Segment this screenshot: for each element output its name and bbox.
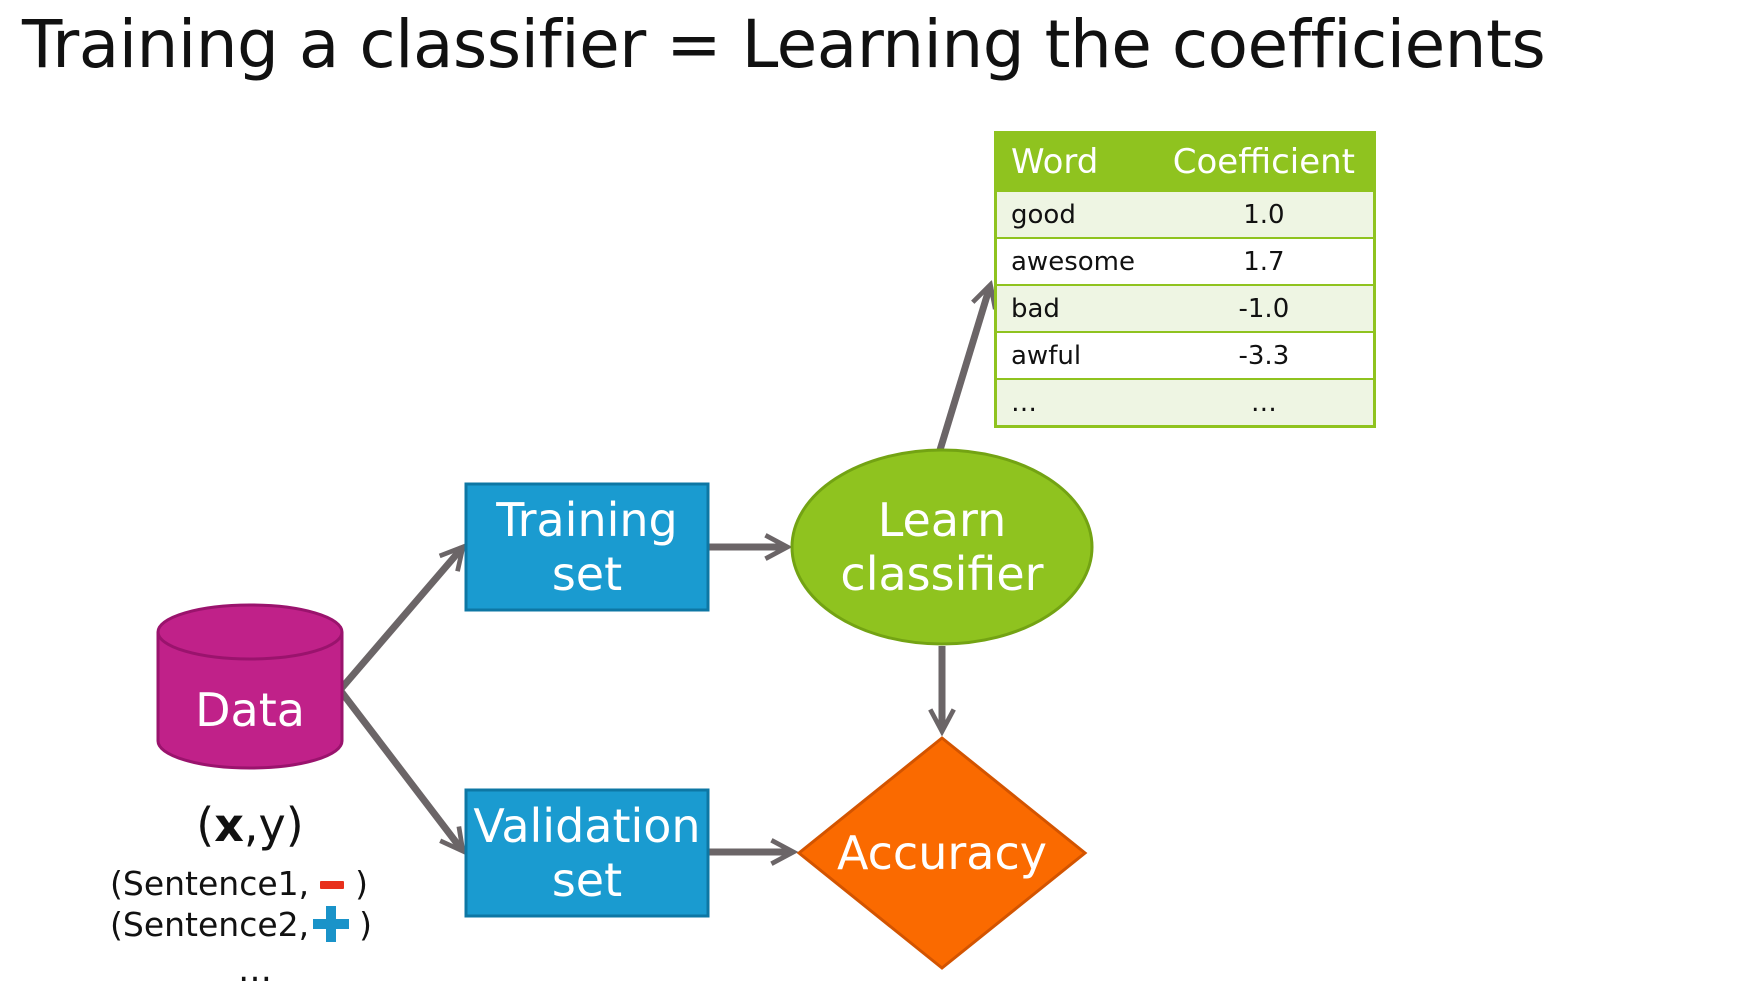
coefficient-table: Word Coefficient good 1.0 awesome 1.7 ba… (994, 131, 1376, 428)
table-row: awesome 1.7 (995, 237, 1375, 285)
minus-icon (319, 871, 345, 897)
example-1-close: ) (355, 864, 369, 903)
coefficient-table-header: Word Coefficient (995, 132, 1375, 191)
example-sentence-2: (Sentence2, ) (110, 904, 400, 944)
data-label-text: Data (195, 683, 305, 737)
coefficient-cell: -3.3 (1154, 331, 1375, 379)
xy-notation: (x,y) (196, 798, 304, 852)
arrow-data-to-validation (337, 687, 462, 850)
training-set-label: Training set (466, 484, 708, 610)
arrow-learn-to-table (936, 286, 990, 452)
x-symbol: x (214, 798, 244, 852)
accuracy-label: Accuracy (810, 810, 1074, 896)
examples-ellipsis: … (238, 950, 272, 990)
validation-set-line2: set (551, 853, 623, 907)
table-row: … … (995, 378, 1375, 427)
y-symbol: y (258, 798, 286, 852)
validation-set-label: Validation set (466, 790, 708, 916)
validation-set-box (464, 788, 710, 918)
learn-classifier-label: Learn classifier (792, 470, 1092, 624)
accuracy-label-text: Accuracy (836, 826, 1047, 880)
example-sentence-1: (Sentence1, ) (110, 864, 400, 903)
coefficient-cell: 1.7 (1154, 237, 1375, 285)
word-cell: bad (995, 284, 1155, 332)
training-set-box (464, 482, 710, 612)
learn-classifier-ellipse (790, 448, 1094, 646)
table-row: bad -1.0 (995, 284, 1375, 332)
word-cell: awful (995, 331, 1155, 379)
table-row: awful -3.3 (995, 331, 1375, 379)
plus-icon (311, 904, 351, 944)
word-cell: … (995, 378, 1155, 427)
learn-classifier-line1: Learn (877, 493, 1007, 547)
example-2-close: ) (359, 904, 373, 944)
coefficient-cell: … (1154, 378, 1375, 427)
table-row: good 1.0 (995, 190, 1375, 238)
example-1-text: (Sentence1, (110, 864, 310, 903)
data-label: Data (158, 670, 342, 750)
training-set-line1: Training (496, 493, 678, 547)
coefficient-cell: -1.0 (1154, 284, 1375, 332)
learn-classifier-line2: classifier (840, 547, 1044, 601)
validation-set-line1: Validation (473, 799, 701, 853)
word-cell: good (995, 190, 1155, 238)
training-set-line2: set (551, 547, 623, 601)
arrow-data-to-training (337, 548, 462, 693)
word-cell: awesome (995, 237, 1155, 285)
example-2-text: (Sentence2, (110, 904, 310, 944)
slide-title: Training a classifier = Learning the coe… (22, 6, 1546, 83)
data-cylinder (156, 603, 344, 770)
accuracy-diamond (796, 736, 1088, 970)
coefficient-cell: 1.0 (1154, 190, 1375, 238)
header-coefficient: Coefficient (1154, 132, 1375, 191)
header-word: Word (995, 132, 1155, 191)
